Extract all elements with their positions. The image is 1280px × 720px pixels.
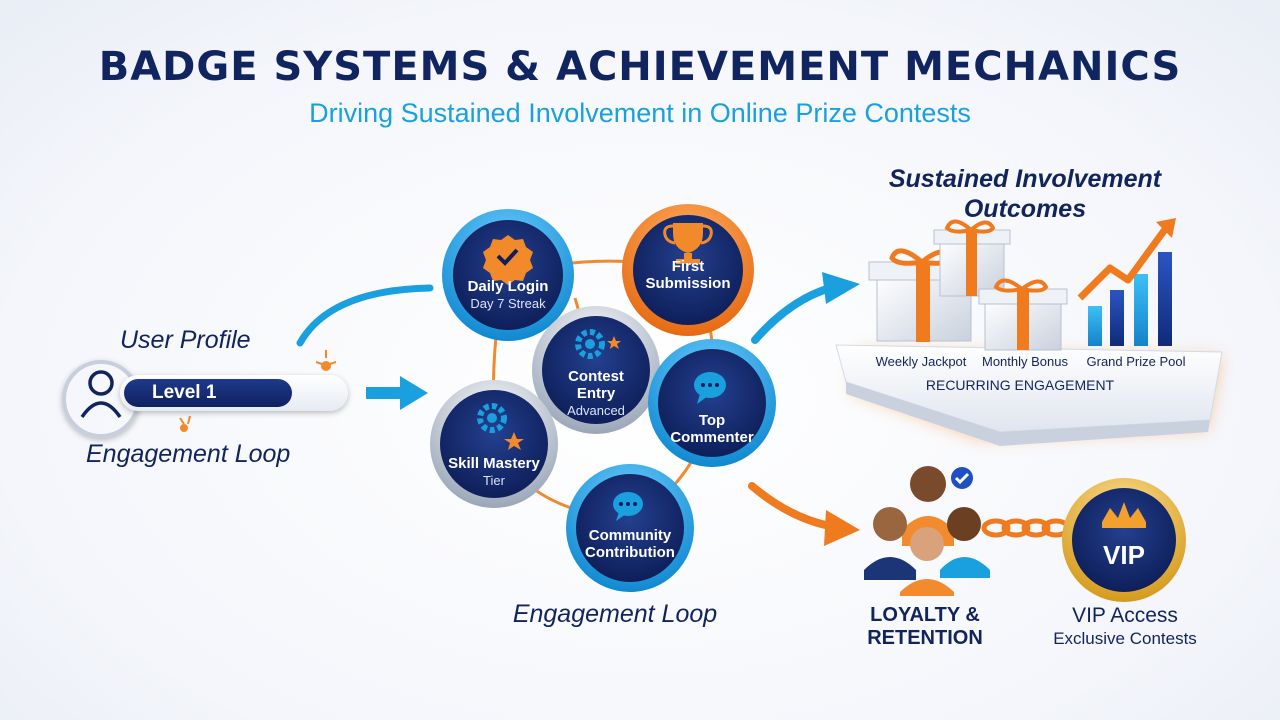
outcomes-platform: [835, 344, 1223, 446]
star-icon: [607, 336, 621, 349]
loyalty-label: LOYALTY & RETENTION: [850, 604, 1000, 650]
level-progress-bar: Level 1: [120, 375, 348, 411]
badge-daily-login[interactable]: [442, 209, 574, 341]
star-icon: [504, 432, 524, 450]
sparkle-icon: [179, 350, 337, 432]
level-label: Level 1: [124, 379, 292, 407]
badge-skill-mastery-text: Skill Mastery Tier: [440, 455, 548, 489]
badge-top-commenter[interactable]: [648, 339, 776, 467]
badge-daily-login-text: Daily Login Day 7 Streak: [458, 278, 558, 312]
gear-icon: [575, 329, 605, 359]
badge-title: Top: [698, 412, 726, 429]
badge-title: Community: [588, 527, 672, 544]
badge-subtitle: Advanced: [567, 403, 625, 418]
badge-subtitle: Tier: [483, 473, 505, 488]
badge-community-text: Community Contribution: [575, 527, 685, 561]
outcomes-heading-line: Outcomes: [963, 195, 1087, 223]
badge-title: Submission: [645, 275, 731, 292]
badge-first-submission-text: First Submission: [638, 258, 738, 292]
people-group-icon: [864, 466, 990, 596]
grand-prize-label: Grand Prize Pool: [1086, 354, 1186, 369]
badge-skill-mastery[interactable]: [430, 380, 558, 508]
outcomes-arrow: [751, 272, 860, 344]
recurring-engagement-label: RECURRING ENGAGEMENT: [925, 377, 1115, 393]
badge-top-commenter-text: Top Commenter: [662, 412, 762, 446]
engagement-loop-label: Engagement Loop: [512, 600, 718, 628]
page-title: BADGE SYSTEMS & ACHIEVEMENT MECHANICS: [98, 44, 1182, 90]
badge-title: First: [671, 258, 705, 275]
vip-badge[interactable]: [1062, 478, 1186, 602]
chat-bubble-icon: [694, 372, 726, 404]
chain-link-icon: [981, 518, 1071, 538]
badge-first-submission[interactable]: [622, 204, 754, 336]
growth-chart-icon: [1077, 218, 1176, 346]
profile-loop-label: Engagement Loop: [86, 440, 291, 468]
monthly-bonus-label: Monthly Bonus: [982, 354, 1068, 369]
trophy-icon: [663, 223, 713, 264]
gift-box-icon: [978, 278, 1068, 351]
badge-title: Entry: [576, 385, 616, 402]
gift-box-icon: [933, 219, 1011, 297]
badge-title: Contest: [568, 368, 624, 385]
loyalty-arrow: [748, 482, 860, 546]
vip-access-title: VIP Access: [1072, 604, 1178, 627]
loyalty-label-line: LOYALTY &: [870, 604, 980, 626]
weekly-jackpot-label: Weekly Jackpot: [875, 354, 967, 369]
vip-badge-text: VIP: [1103, 540, 1145, 570]
badge-title: Skill Mastery: [448, 455, 540, 472]
badge-subtitle: Day 7 Streak: [470, 296, 546, 311]
crown-icon: [1102, 502, 1146, 522]
badge-title: Daily Login: [467, 278, 549, 295]
vip-access-subtitle: Exclusive Contests: [1053, 629, 1197, 648]
badge-title: Contribution: [585, 544, 675, 561]
badge-contest-entry[interactable]: [532, 306, 660, 434]
badge-title: Commenter: [670, 429, 754, 446]
badge-contest-entry-text: Contest Entry Advanced: [546, 368, 646, 419]
gear-icon: [477, 403, 507, 433]
badge-community-contribution[interactable]: [566, 464, 694, 592]
outcomes-heading: Sustained Involvement Outcomes: [850, 164, 1200, 224]
outcomes-heading-line: Sustained Involvement: [888, 165, 1162, 193]
loyalty-label-line: RETENTION: [867, 627, 983, 649]
right-arrow: [366, 376, 428, 410]
page-subtitle: Driving Sustained Involvement in Online …: [309, 98, 971, 128]
user-profile-heading: User Profile: [120, 326, 251, 354]
chat-bubble-icon: [613, 492, 643, 521]
profile-curve-arrow: [296, 284, 434, 347]
